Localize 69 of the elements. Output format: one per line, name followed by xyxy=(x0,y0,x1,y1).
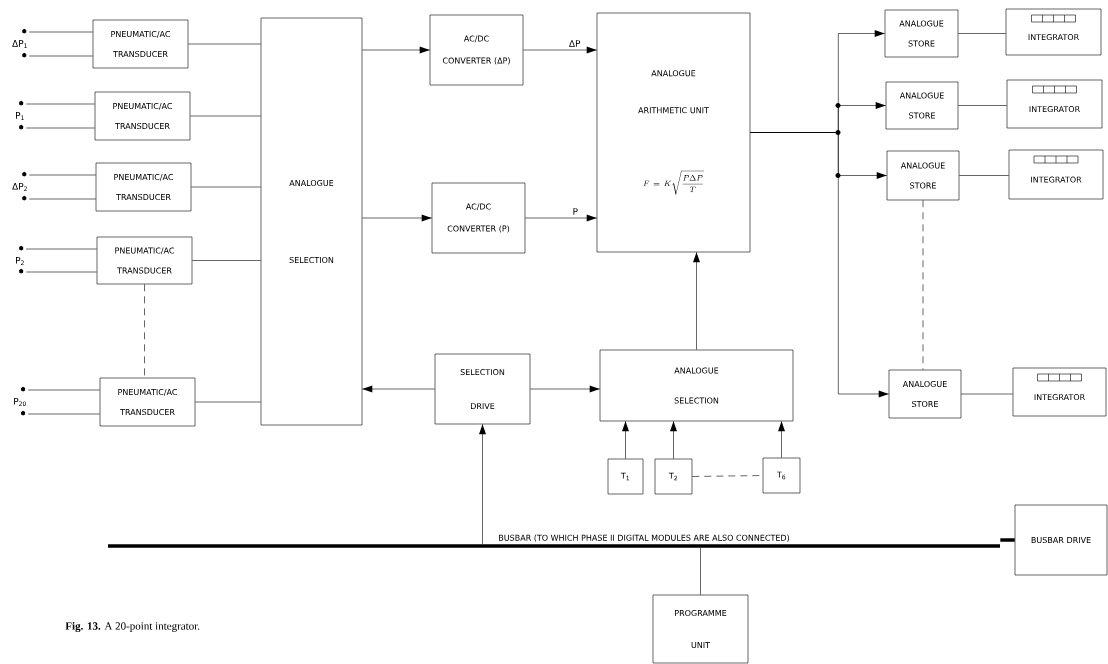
busbar: BUSBAR (TO WHICH PHASE II DIGITAL MODULES ARE ALSO CONNECTED) xyxy=(108,534,1000,548)
transducer-box: PNEUMATIC/AC TRANSDUCER xyxy=(92,19,189,69)
store-box: ANALOGUE STORE xyxy=(888,369,962,419)
arrow xyxy=(362,214,432,222)
store-box: ANALOGUE STORE xyxy=(884,9,959,58)
input-line xyxy=(21,386,100,392)
arrow xyxy=(750,132,889,398)
drive-box: SELECTION DRIVE xyxy=(434,353,531,425)
store-box: ANALOGUE STORE xyxy=(886,150,960,201)
integrator-box: INTEGRATOR xyxy=(1008,149,1104,200)
arrow xyxy=(622,421,629,459)
edge-label: ΔP xyxy=(567,39,582,48)
integrator-box: INTEGRATOR xyxy=(1006,79,1103,129)
arrow xyxy=(693,252,700,350)
transducer-box: PNEUMATIC/AC TRANSDUCER xyxy=(95,162,192,212)
integrator-box: INTEGRATOR xyxy=(1012,367,1107,417)
integrator-box: INTEGRATOR xyxy=(1005,8,1102,56)
input-line xyxy=(22,52,93,58)
line xyxy=(959,175,1009,176)
programme-box: PROGRAMME UNIT xyxy=(652,594,749,664)
line xyxy=(188,43,261,45)
line xyxy=(190,115,261,117)
arrow xyxy=(362,46,430,54)
edge-label: P xyxy=(571,207,579,216)
input-label: ΔP$_{2}$ xyxy=(12,183,27,191)
arrow xyxy=(670,421,677,459)
dashed-line xyxy=(922,200,924,370)
dashed-line xyxy=(144,284,145,378)
line xyxy=(700,547,701,595)
sensor-box: T$_{1}$ xyxy=(607,458,644,495)
line xyxy=(191,186,261,188)
input-label: P$_{1}$ xyxy=(16,112,24,120)
selection-box: ANALOGUE SELECTION xyxy=(599,349,794,422)
arithmetic-unit-box: ANALOGUE ARITHMETIC UNIT $F = K\sqrt{\frac{P\Delta P}{T}}$ xyxy=(596,12,751,253)
input-line xyxy=(19,124,95,130)
input-line xyxy=(21,410,100,416)
input-line xyxy=(19,268,97,274)
selection-box: ANALOGUE SELECTION xyxy=(260,17,363,426)
transducer-box: PNEUMATIC/AC TRANSDUCER xyxy=(96,236,193,285)
arrow xyxy=(479,424,486,545)
transducer-box: PNEUMATIC/AC TRANSDUCER xyxy=(94,91,191,141)
arrow xyxy=(525,214,597,222)
input-line xyxy=(19,245,97,251)
store-box: ANALOGUE STORE xyxy=(885,81,959,130)
sensor-box: T$_{6}$ xyxy=(762,457,801,494)
caption: Fig. 13. A 20-point integrator. xyxy=(65,622,200,633)
line xyxy=(958,105,1007,106)
line xyxy=(195,401,261,403)
line xyxy=(958,33,1006,34)
input-line xyxy=(22,28,93,34)
line xyxy=(961,393,1013,395)
transducer-box: PNEUMATIC/AC TRANSDUCER xyxy=(99,377,196,427)
arrow xyxy=(778,421,785,458)
arrow xyxy=(362,385,435,393)
input-label: P$_{20}$ xyxy=(14,398,26,406)
drive-box: BUSBAR DRIVE xyxy=(1014,504,1108,576)
input-line xyxy=(22,171,96,177)
input-line xyxy=(19,100,95,106)
busbar-line xyxy=(1000,538,1015,542)
converter-box: AC/DC CONVERTER (P) xyxy=(431,182,526,254)
input-line xyxy=(22,195,96,201)
input-label: ΔP$_{1}$ xyxy=(12,40,27,48)
sensor-box: T$_{2}$ xyxy=(654,458,693,495)
input-label: P$_{2}$ xyxy=(16,257,24,265)
arrow xyxy=(530,385,600,393)
line xyxy=(192,260,261,261)
arrow xyxy=(523,46,597,54)
node-label: BUSBAR (TO WHICH PHASE II DIGITAL MODULES ARE ALSO CONNECTED) xyxy=(499,534,789,542)
converter-box: AC/DC CONVERTER (ΔP) xyxy=(429,14,524,86)
